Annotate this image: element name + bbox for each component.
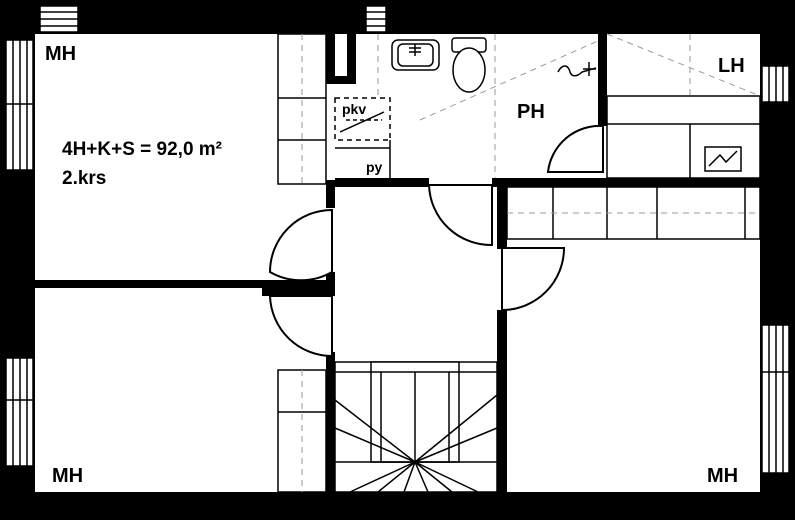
doors bbox=[268, 124, 604, 358]
interior-walls bbox=[35, 34, 760, 494]
window-top-bathroom bbox=[365, 5, 387, 33]
door-bedroom-right bbox=[501, 247, 566, 312]
electric-panel-icon bbox=[704, 146, 742, 172]
fixture-label-drying-cabinet: pkv bbox=[342, 101, 366, 117]
bathroom-fixtures bbox=[377, 34, 601, 178]
window-left-lower bbox=[5, 357, 34, 467]
storage-shelves bbox=[606, 33, 761, 179]
wardrobe-bottom-left bbox=[277, 369, 327, 493]
laundry-area bbox=[335, 140, 391, 178]
shower-icon bbox=[557, 62, 597, 77]
wardrobe-right-row bbox=[506, 186, 761, 240]
floor-level-label: 2.krs bbox=[62, 168, 106, 189]
door-bedroom-bottom-left bbox=[268, 295, 333, 358]
door-bedroom-top-left bbox=[268, 208, 333, 282]
sink-icon bbox=[391, 39, 440, 71]
door-storage bbox=[546, 124, 604, 173]
room-label-bedroom-top-left: MH bbox=[45, 43, 76, 65]
room-label-bedroom-bottom-right: MH bbox=[707, 465, 738, 487]
staircase bbox=[334, 361, 498, 493]
drying-cabinet bbox=[334, 97, 391, 141]
wardrobe-top-left bbox=[277, 33, 327, 185]
room-label-bathroom: PH bbox=[517, 101, 545, 123]
room-label-bedroom-bottom-left: MH bbox=[52, 465, 83, 487]
labels: MH 4H+K+S = 92,0 m² 2.krs MH MH PH LH pk… bbox=[45, 43, 745, 487]
door-bathroom bbox=[427, 184, 493, 247]
window-right-lower bbox=[761, 324, 790, 474]
floor-area-label: 4H+K+S = 92,0 m² bbox=[62, 139, 222, 160]
window-top-left bbox=[39, 5, 79, 33]
fixture-label-laundry: py bbox=[366, 159, 383, 175]
windows bbox=[5, 5, 790, 474]
room-label-storage: LH bbox=[718, 55, 745, 77]
window-left-upper bbox=[5, 39, 34, 171]
toilet-icon bbox=[451, 37, 487, 93]
window-right-storage bbox=[761, 65, 790, 103]
